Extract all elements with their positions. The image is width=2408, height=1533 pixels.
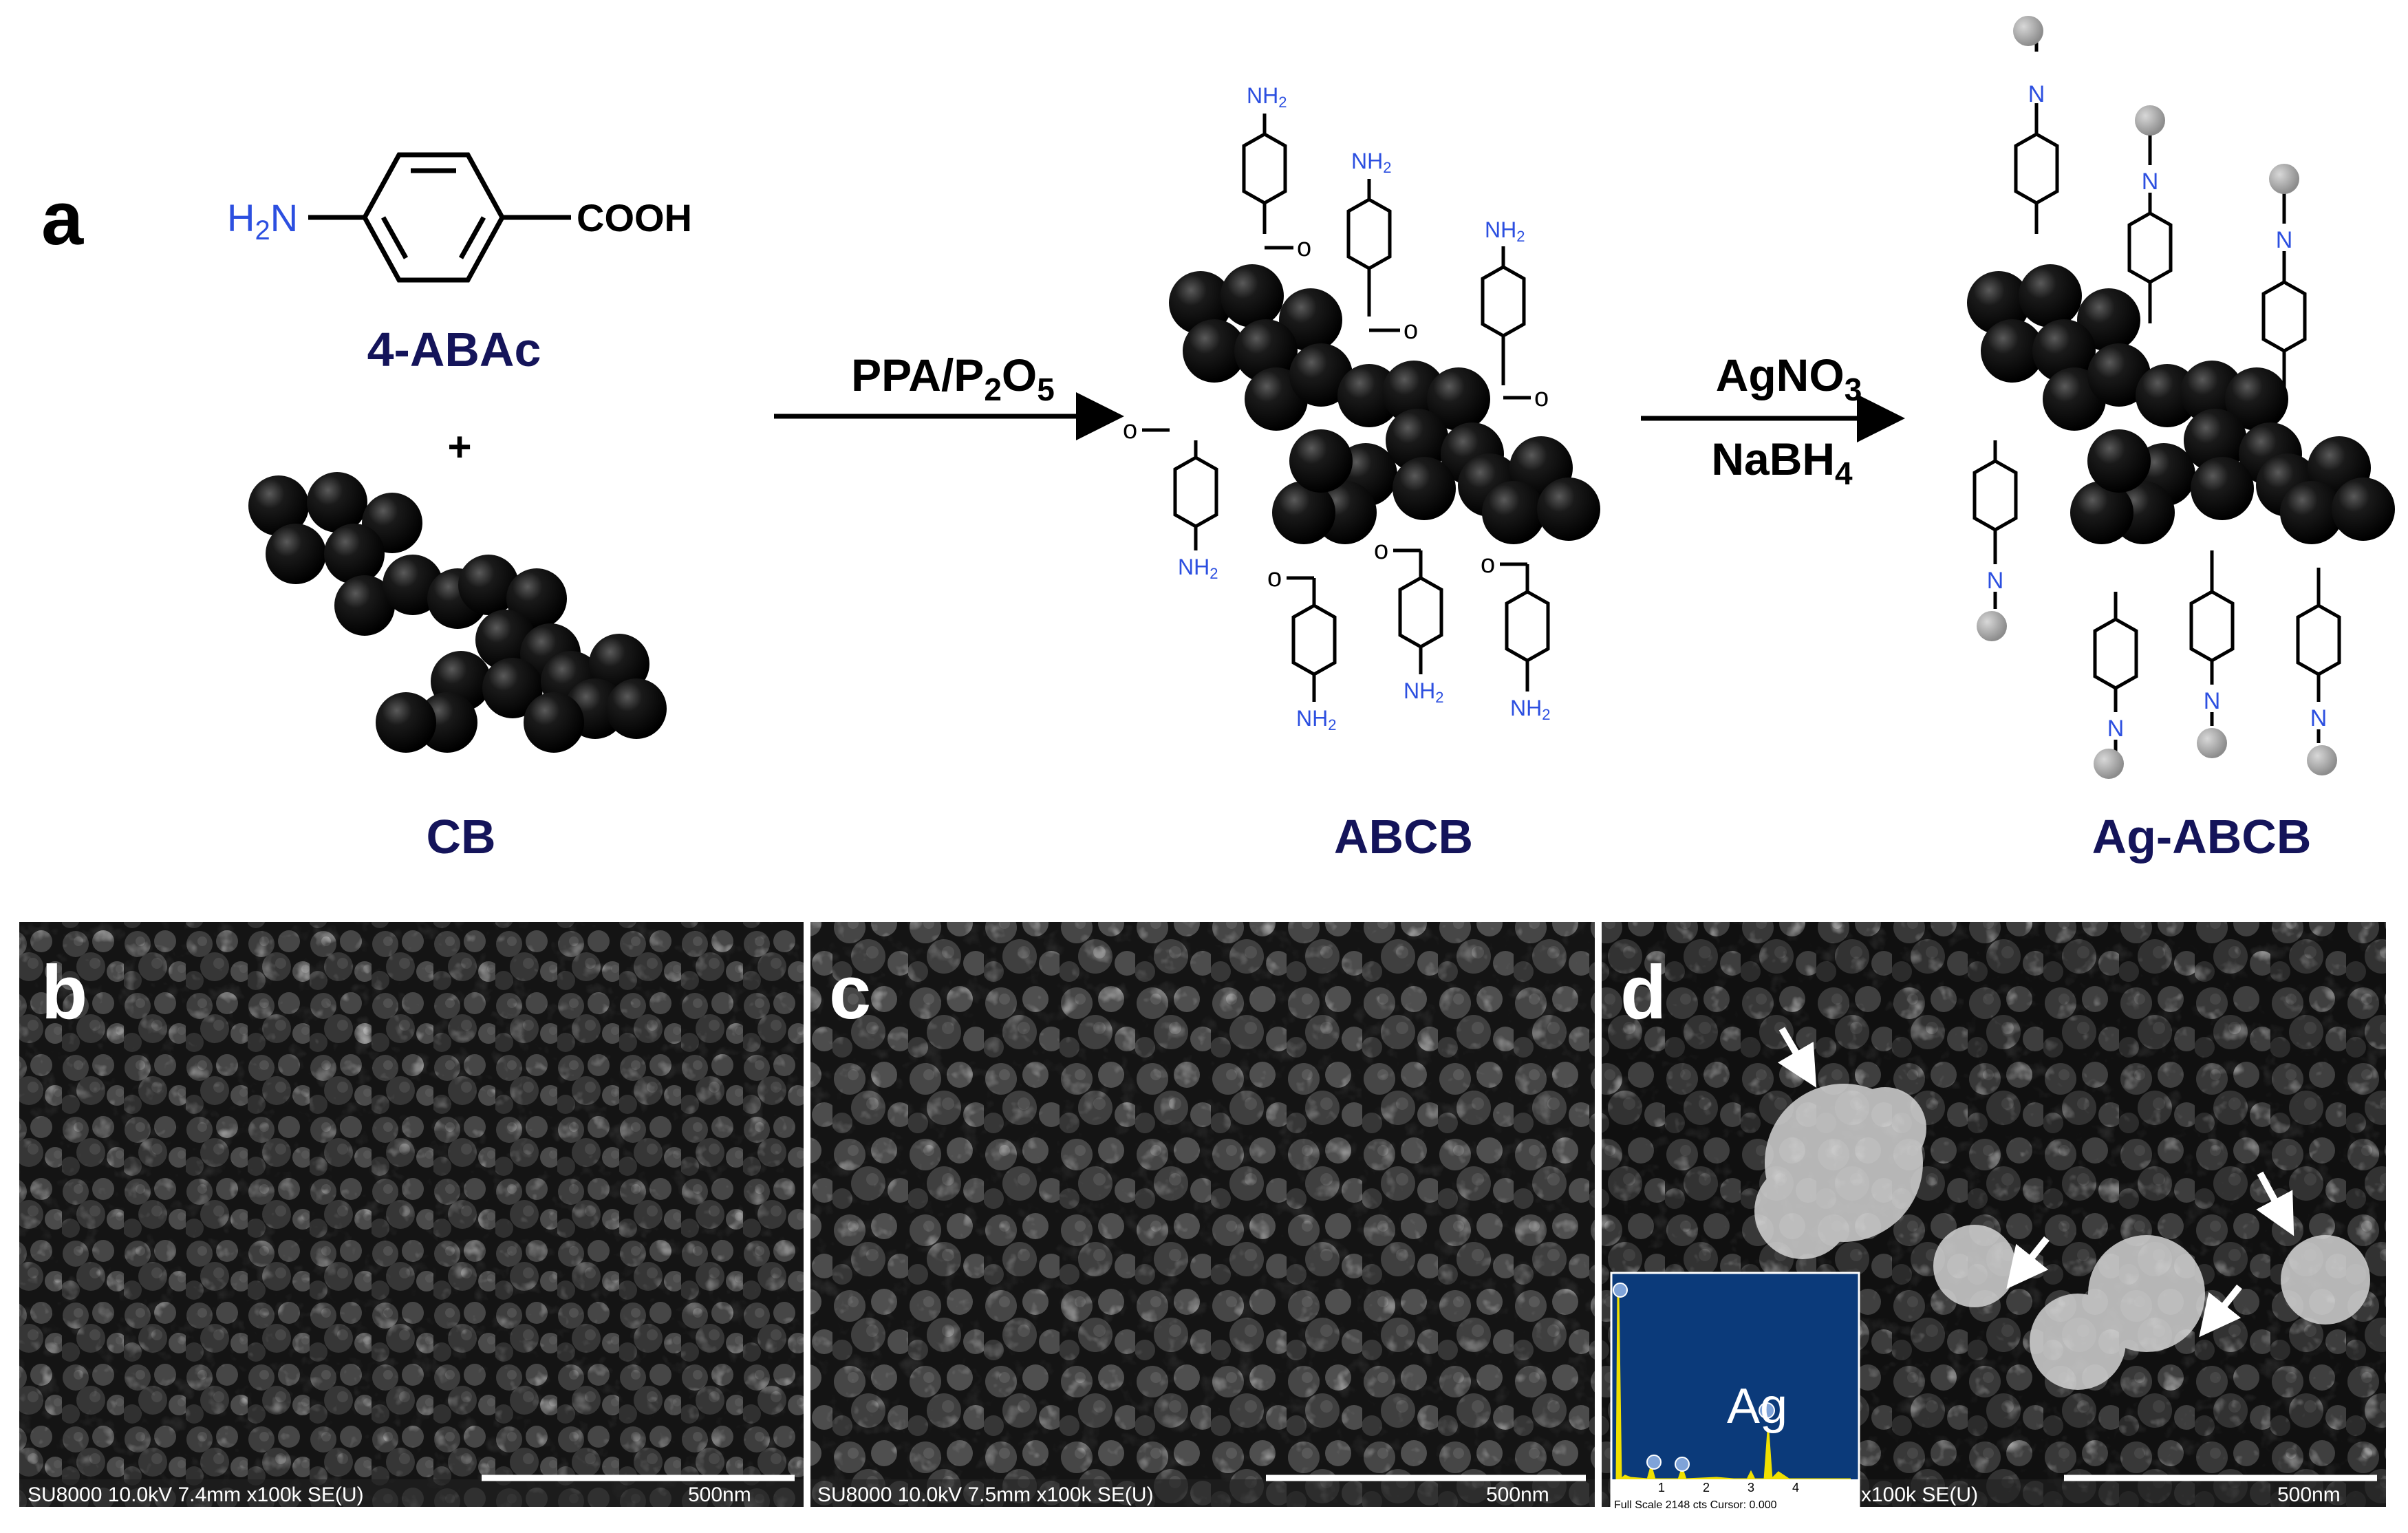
reaction-arrow-1: PPA/P2O5 (774, 350, 1124, 440)
sem-info-d: x100k SE(U) (1861, 1483, 1978, 1506)
sem-info-b: SU8000 10.0kV 7.4mm x100k SE(U) (28, 1483, 364, 1506)
panel-label-b: b (41, 950, 87, 1035)
amine-h2n: H2N (227, 196, 298, 246)
abcb-carbon-cluster (1169, 264, 1600, 544)
name-abcb: ABCB (1334, 810, 1473, 864)
svg-text:NH2: NH2 (1296, 706, 1336, 733)
abcb-nh2-labels: NH2 NH2 NH2 NH2 NH2 NH2 NH2 (1178, 83, 1550, 733)
svg-text:o: o (1534, 383, 1549, 412)
sem-info-c: SU8000 10.0kV 7.5mm x100k SE(U) (817, 1483, 1154, 1506)
ag-abcb-structure: N N N N N N N (1967, 16, 2395, 864)
carbon-black-cluster (248, 472, 667, 753)
eds-footer: Full Scale 2148 cts Cursor: 0.000 (1614, 1499, 1777, 1511)
svg-text:NH2: NH2 (1178, 555, 1218, 582)
svg-text:o: o (1297, 233, 1311, 262)
name-ag-abcb: Ag-ABCB (2092, 810, 2312, 864)
ag-abcb-side-groups (1972, 41, 2341, 753)
reagent-ppa: PPA/P2O5 (851, 350, 1055, 407)
svg-text:o: o (1123, 416, 1137, 444)
svg-text:o: o (1481, 550, 1495, 579)
scale-label-b: 500nm (688, 1483, 751, 1506)
eds-ag-label: Ag (1727, 1379, 1787, 1434)
4-abac-molecule: H2N COOH 4-ABAc (227, 152, 692, 376)
svg-text:o: o (1374, 536, 1388, 565)
abcb-structure: o o o o o o o NH2 NH2 NH2 NH2 NH2 NH2 NH… (1123, 83, 1600, 864)
svg-text:3: 3 (1748, 1481, 1754, 1494)
white-arrows (1777, 1027, 2294, 1338)
svg-text:o: o (1404, 316, 1418, 345)
abcb-carbonyl-labels: o o o o o o o (1123, 233, 1549, 592)
svg-text:NH2: NH2 (1404, 678, 1443, 706)
name-4-abac: 4-ABAc (367, 323, 541, 376)
plus-sign: + (447, 424, 471, 470)
sem-panel-d: d x100k SE(U) 500nm Ag 1 2 3 4 (1602, 922, 2386, 1515)
scale-label-d: 500nm (2277, 1483, 2341, 1506)
ag-abcb-n-labels: N N N N N N N (1987, 81, 2328, 742)
panel-a: a H2N COOH 4-ABAc + CB (41, 16, 2395, 864)
svg-text:NH2: NH2 (1510, 696, 1550, 723)
svg-text:N: N (1987, 568, 2004, 594)
svg-text:o: o (1267, 564, 1282, 592)
sem-panel-b: b SU8000 10.0kV 7.4mm x100k SE(U) 500nm (19, 922, 804, 1507)
abcb-side-groups (1142, 114, 1550, 702)
svg-text:NH2: NH2 (1351, 149, 1391, 176)
double-bond (458, 216, 486, 259)
silver-nanoparticles (1977, 16, 2337, 779)
double-bond (380, 216, 409, 259)
svg-text:N: N (2107, 716, 2125, 742)
svg-text:N: N (2142, 169, 2159, 195)
svg-text:2: 2 (1703, 1481, 1710, 1494)
scale-label-c: 500nm (1486, 1483, 1549, 1506)
svg-text:NH2: NH2 (1247, 83, 1287, 111)
panel-label-c: c (829, 950, 871, 1035)
ag-abcb-carbon-cluster (1967, 264, 2395, 544)
eds-ticks: 1 2 3 4 (1658, 1481, 1799, 1494)
panel-label-d: d (1620, 950, 1666, 1035)
silver-clusters (1754, 1084, 2370, 1390)
sem-panel-c: c SU8000 10.0kV 7.5mm x100k SE(U) 500nm (810, 922, 1595, 1507)
panel-label-a: a (41, 176, 84, 261)
svg-text:1: 1 (1658, 1481, 1665, 1494)
name-cb: CB (426, 810, 495, 864)
reaction-arrow-2: AgNO3 NaBH4 (1641, 350, 1905, 491)
acid-cooh: COOH (577, 196, 692, 239)
svg-text:N: N (2204, 688, 2221, 714)
reagent-agno3: AgNO3 (1716, 350, 1862, 407)
svg-text:4: 4 (1792, 1481, 1799, 1494)
svg-text:N: N (2310, 705, 2328, 731)
eds-inset: Ag 1 2 3 4 Full Scale 2148 cts Cursor: 0… (1610, 1272, 1860, 1515)
svg-text:N: N (2028, 81, 2045, 107)
eds-spectrum (1615, 1293, 1851, 1482)
svg-text:N: N (2276, 227, 2293, 253)
reagent-nabh4: NaBH4 (1711, 433, 1853, 491)
svg-text:NH2: NH2 (1485, 217, 1525, 245)
